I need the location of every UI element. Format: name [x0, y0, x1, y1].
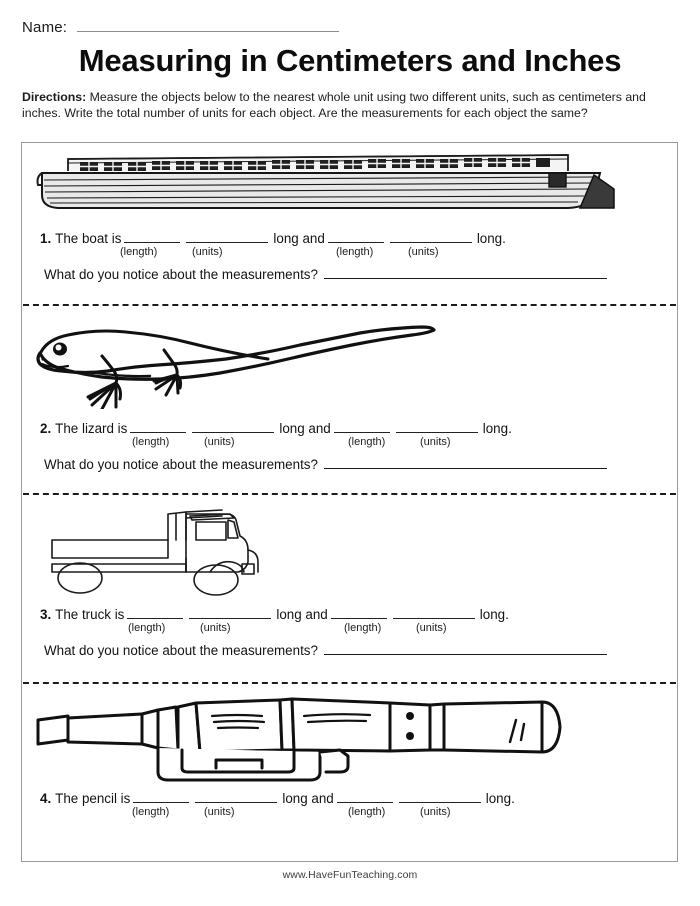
question-3-hints: (length) (units) (length) (units) — [40, 622, 660, 636]
question-3-notice-label: What do you notice about the measurement… — [44, 643, 318, 658]
question-3-units-blank-a[interactable] — [189, 607, 272, 619]
directions-paragraph: Directions: Measure the objects below to… — [22, 90, 676, 121]
question-4-units-blank-b[interactable] — [398, 791, 481, 803]
name-field-row: Name: — [22, 19, 340, 36]
question-4-ending: long. — [485, 791, 515, 806]
question-2-number: 2. — [40, 421, 52, 436]
question-2-notice-label: What do you notice about the measurement… — [44, 457, 318, 472]
question-4-length-blank-a[interactable] — [133, 791, 190, 803]
question-4-units-blank-a[interactable] — [195, 791, 278, 803]
worksheet-content-box: 1. The boat is long and long. (length) (… — [21, 142, 678, 862]
question-2-notice-blank[interactable] — [323, 457, 607, 469]
question-1-units-hint-b: (units) — [408, 246, 439, 258]
question-3-conjunction: long and — [276, 607, 328, 622]
page-title: Measuring in Centimeters and Inches — [78, 43, 622, 78]
question-4-units-hint-a: (units) — [204, 806, 235, 818]
telescope-illustration — [30, 694, 590, 784]
question-3-notice-line: What do you notice about the measurement… — [44, 643, 607, 658]
question-1-length-hint-b: (length) — [336, 246, 374, 258]
question-4-length-hint-a: (length) — [132, 806, 170, 818]
question-1-stem: The boat is — [55, 231, 122, 246]
question-1-length-hint-a: (length) — [120, 246, 158, 258]
question-3-length-blank-a[interactable] — [127, 607, 184, 619]
footer-website: www.HaveFunTeaching.com — [282, 869, 418, 881]
question-1-units-hint-a: (units) — [192, 246, 223, 258]
question-3-stem: The truck is — [55, 607, 125, 622]
question-1-conjunction: long and — [273, 231, 325, 246]
question-2-units-hint-b: (units) — [420, 436, 451, 448]
canal-boat-illustration — [28, 151, 618, 213]
question-4-stem: The pencil is — [55, 791, 131, 806]
question-1-units-blank-a[interactable] — [186, 231, 269, 243]
question-4-number: 4. — [40, 791, 52, 806]
question-1-notice-line: What do you notice about the measurement… — [44, 267, 607, 282]
question-1-line: 1. The boat is long and long. — [40, 231, 506, 246]
separator-3 — [23, 682, 676, 684]
question-2-ending: long. — [482, 421, 512, 436]
question-4-hints: (length) (units) (length) (units) — [40, 806, 660, 820]
question-2-length-hint-b: (length) — [348, 436, 386, 448]
directions-label: Directions: — [22, 90, 87, 104]
question-4-conjunction: long and — [282, 791, 334, 806]
question-4-line: 4. The pencil is long and long. — [40, 791, 515, 806]
question-2-conjunction: long and — [279, 421, 331, 436]
separator-1 — [23, 304, 676, 306]
question-1-ending: long. — [476, 231, 506, 246]
question-4-units-hint-b: (units) — [420, 806, 451, 818]
question-3-units-hint-b: (units) — [416, 622, 447, 634]
question-1-notice-label: What do you notice about the measurement… — [44, 267, 318, 282]
question-3-ending: long. — [479, 607, 509, 622]
question-1-number: 1. — [40, 231, 52, 246]
question-4-length-blank-b[interactable] — [336, 791, 393, 803]
question-1-length-blank-b[interactable] — [327, 231, 384, 243]
separator-2 — [23, 493, 676, 495]
name-input-line[interactable] — [77, 31, 340, 32]
question-3-notice-blank[interactable] — [323, 643, 607, 655]
question-1-hints: (length) (units) (length) (units) — [40, 246, 660, 260]
directions-text: Measure the objects below to the nearest… — [22, 90, 646, 120]
lizard-illustration — [30, 319, 450, 411]
question-3-length-hint-a: (length) — [128, 622, 166, 634]
question-3-line: 3. The truck is long and long. — [40, 607, 509, 622]
question-2-units-hint-a: (units) — [204, 436, 235, 448]
question-1-units-blank-b[interactable] — [389, 231, 472, 243]
question-2-units-blank-a[interactable] — [192, 421, 275, 433]
question-3-units-blank-b[interactable] — [392, 607, 475, 619]
question-3-number: 3. — [40, 607, 52, 622]
question-2-notice-line: What do you notice about the measurement… — [44, 457, 607, 472]
question-2-hints: (length) (units) (length) (units) — [40, 436, 660, 450]
truck-illustration — [50, 506, 300, 601]
question-2-stem: The lizard is — [55, 421, 128, 436]
question-2-units-blank-b[interactable] — [395, 421, 478, 433]
question-4-length-hint-b: (length) — [348, 806, 386, 818]
question-1-length-blank-a[interactable] — [124, 231, 181, 243]
name-label: Name: — [22, 19, 68, 36]
question-3-length-blank-b[interactable] — [330, 607, 387, 619]
question-3-length-hint-b: (length) — [344, 622, 382, 634]
question-2-length-blank-a[interactable] — [130, 421, 187, 433]
question-1-notice-blank[interactable] — [323, 267, 607, 279]
question-2-length-hint-a: (length) — [132, 436, 170, 448]
question-2-length-blank-b[interactable] — [333, 421, 390, 433]
question-3-units-hint-a: (units) — [200, 622, 231, 634]
question-2-line: 2. The lizard is long and long. — [40, 421, 512, 436]
